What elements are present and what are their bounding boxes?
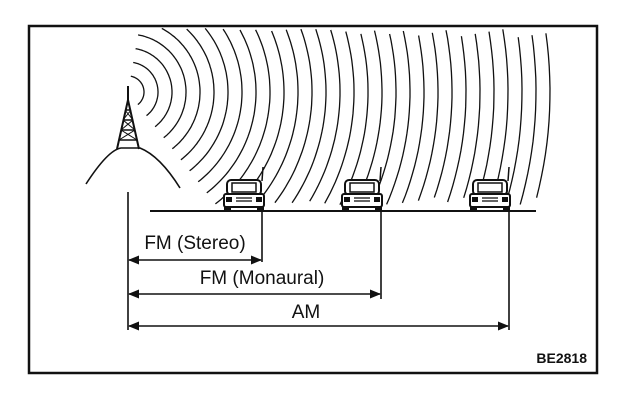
wave-arc (189, 27, 229, 172)
radio-tower-icon (116, 86, 140, 150)
car-front-icon (469, 166, 511, 212)
wave-arc (274, 28, 313, 204)
wave-arc (339, 33, 369, 205)
wave-arc (386, 30, 411, 205)
wave-arc (206, 29, 257, 194)
wave-arc (492, 29, 509, 197)
car-front-icon (341, 166, 383, 212)
wave-arc (357, 30, 383, 200)
wave-arc (197, 28, 243, 183)
fm-monaural-label: FM (Monaural) (200, 268, 325, 289)
am-label: AM (292, 302, 321, 323)
wave-arc (180, 28, 215, 161)
wave-arc (161, 27, 201, 150)
wave-arc (433, 30, 453, 198)
wave-arc (133, 61, 159, 117)
wave-arc (446, 36, 467, 203)
wave-arc (130, 75, 145, 106)
wave-arc (135, 48, 173, 128)
wave-arc (519, 35, 537, 205)
wave-arc (254, 29, 299, 206)
wave-arc (463, 33, 481, 198)
wave-arc (476, 31, 495, 203)
radio-wave-arcs (130, 27, 551, 206)
figure-frame (27, 24, 599, 375)
wave-arc (291, 29, 327, 204)
wave-arc (535, 33, 551, 198)
wave-arc (235, 30, 285, 205)
wave-arc (309, 29, 341, 202)
wave-arc (137, 34, 187, 139)
wave-arc (373, 33, 397, 200)
wave-arc (417, 32, 439, 201)
fm-stereo-label: FM (Stereo) (144, 233, 245, 254)
wave-arc (506, 37, 523, 201)
wave-arc (401, 35, 425, 204)
figure-id: BE2818 (536, 350, 587, 366)
wave-arc (324, 31, 355, 204)
hill-icon (85, 147, 181, 189)
